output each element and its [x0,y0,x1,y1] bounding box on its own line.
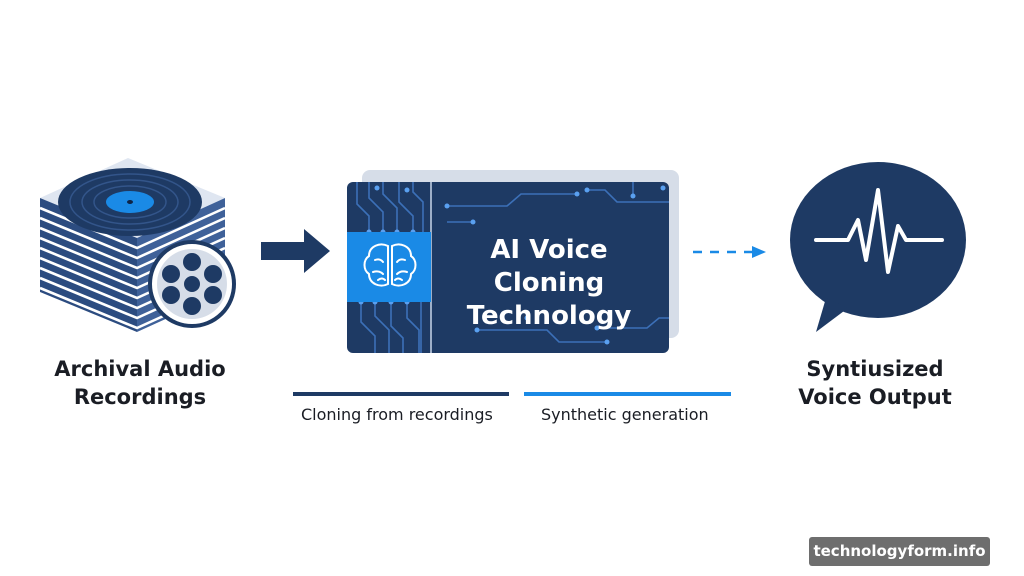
process-title-line1: AI Voice Cloning [490,235,608,298]
process-title-line2: Technology [466,301,632,331]
speech-bubble [790,162,966,332]
brain-icon [363,243,417,287]
stage-label-cloning: Cloning from recordings [301,405,493,424]
output-label: Syntiusized Voice Output [775,355,975,411]
ai-voice-cloning-card [347,182,669,353]
vinyl-record [58,168,202,236]
arrow-right-icon [261,229,330,273]
watermark-badge: technologyform.info [809,537,990,566]
film-reel [148,240,236,328]
output-label-line2: Voice Output [798,385,952,409]
process-title: AI Voice Cloning Technology [432,234,666,333]
stage-label-synthetic: Synthetic generation [541,405,709,424]
stage-bar-synthetic [524,392,731,396]
voice-output-icon [790,162,966,332]
output-label-line1: Syntiusized [806,357,944,381]
dashed-arrow-icon [693,246,766,258]
waveform [814,188,944,274]
source-label: Archival Audio Recordings [30,355,250,411]
archival-media-icon [39,158,236,332]
source-label-line1: Archival Audio [54,357,226,381]
stage-bar-cloning [293,392,509,396]
source-label-line2: Recordings [73,385,207,409]
